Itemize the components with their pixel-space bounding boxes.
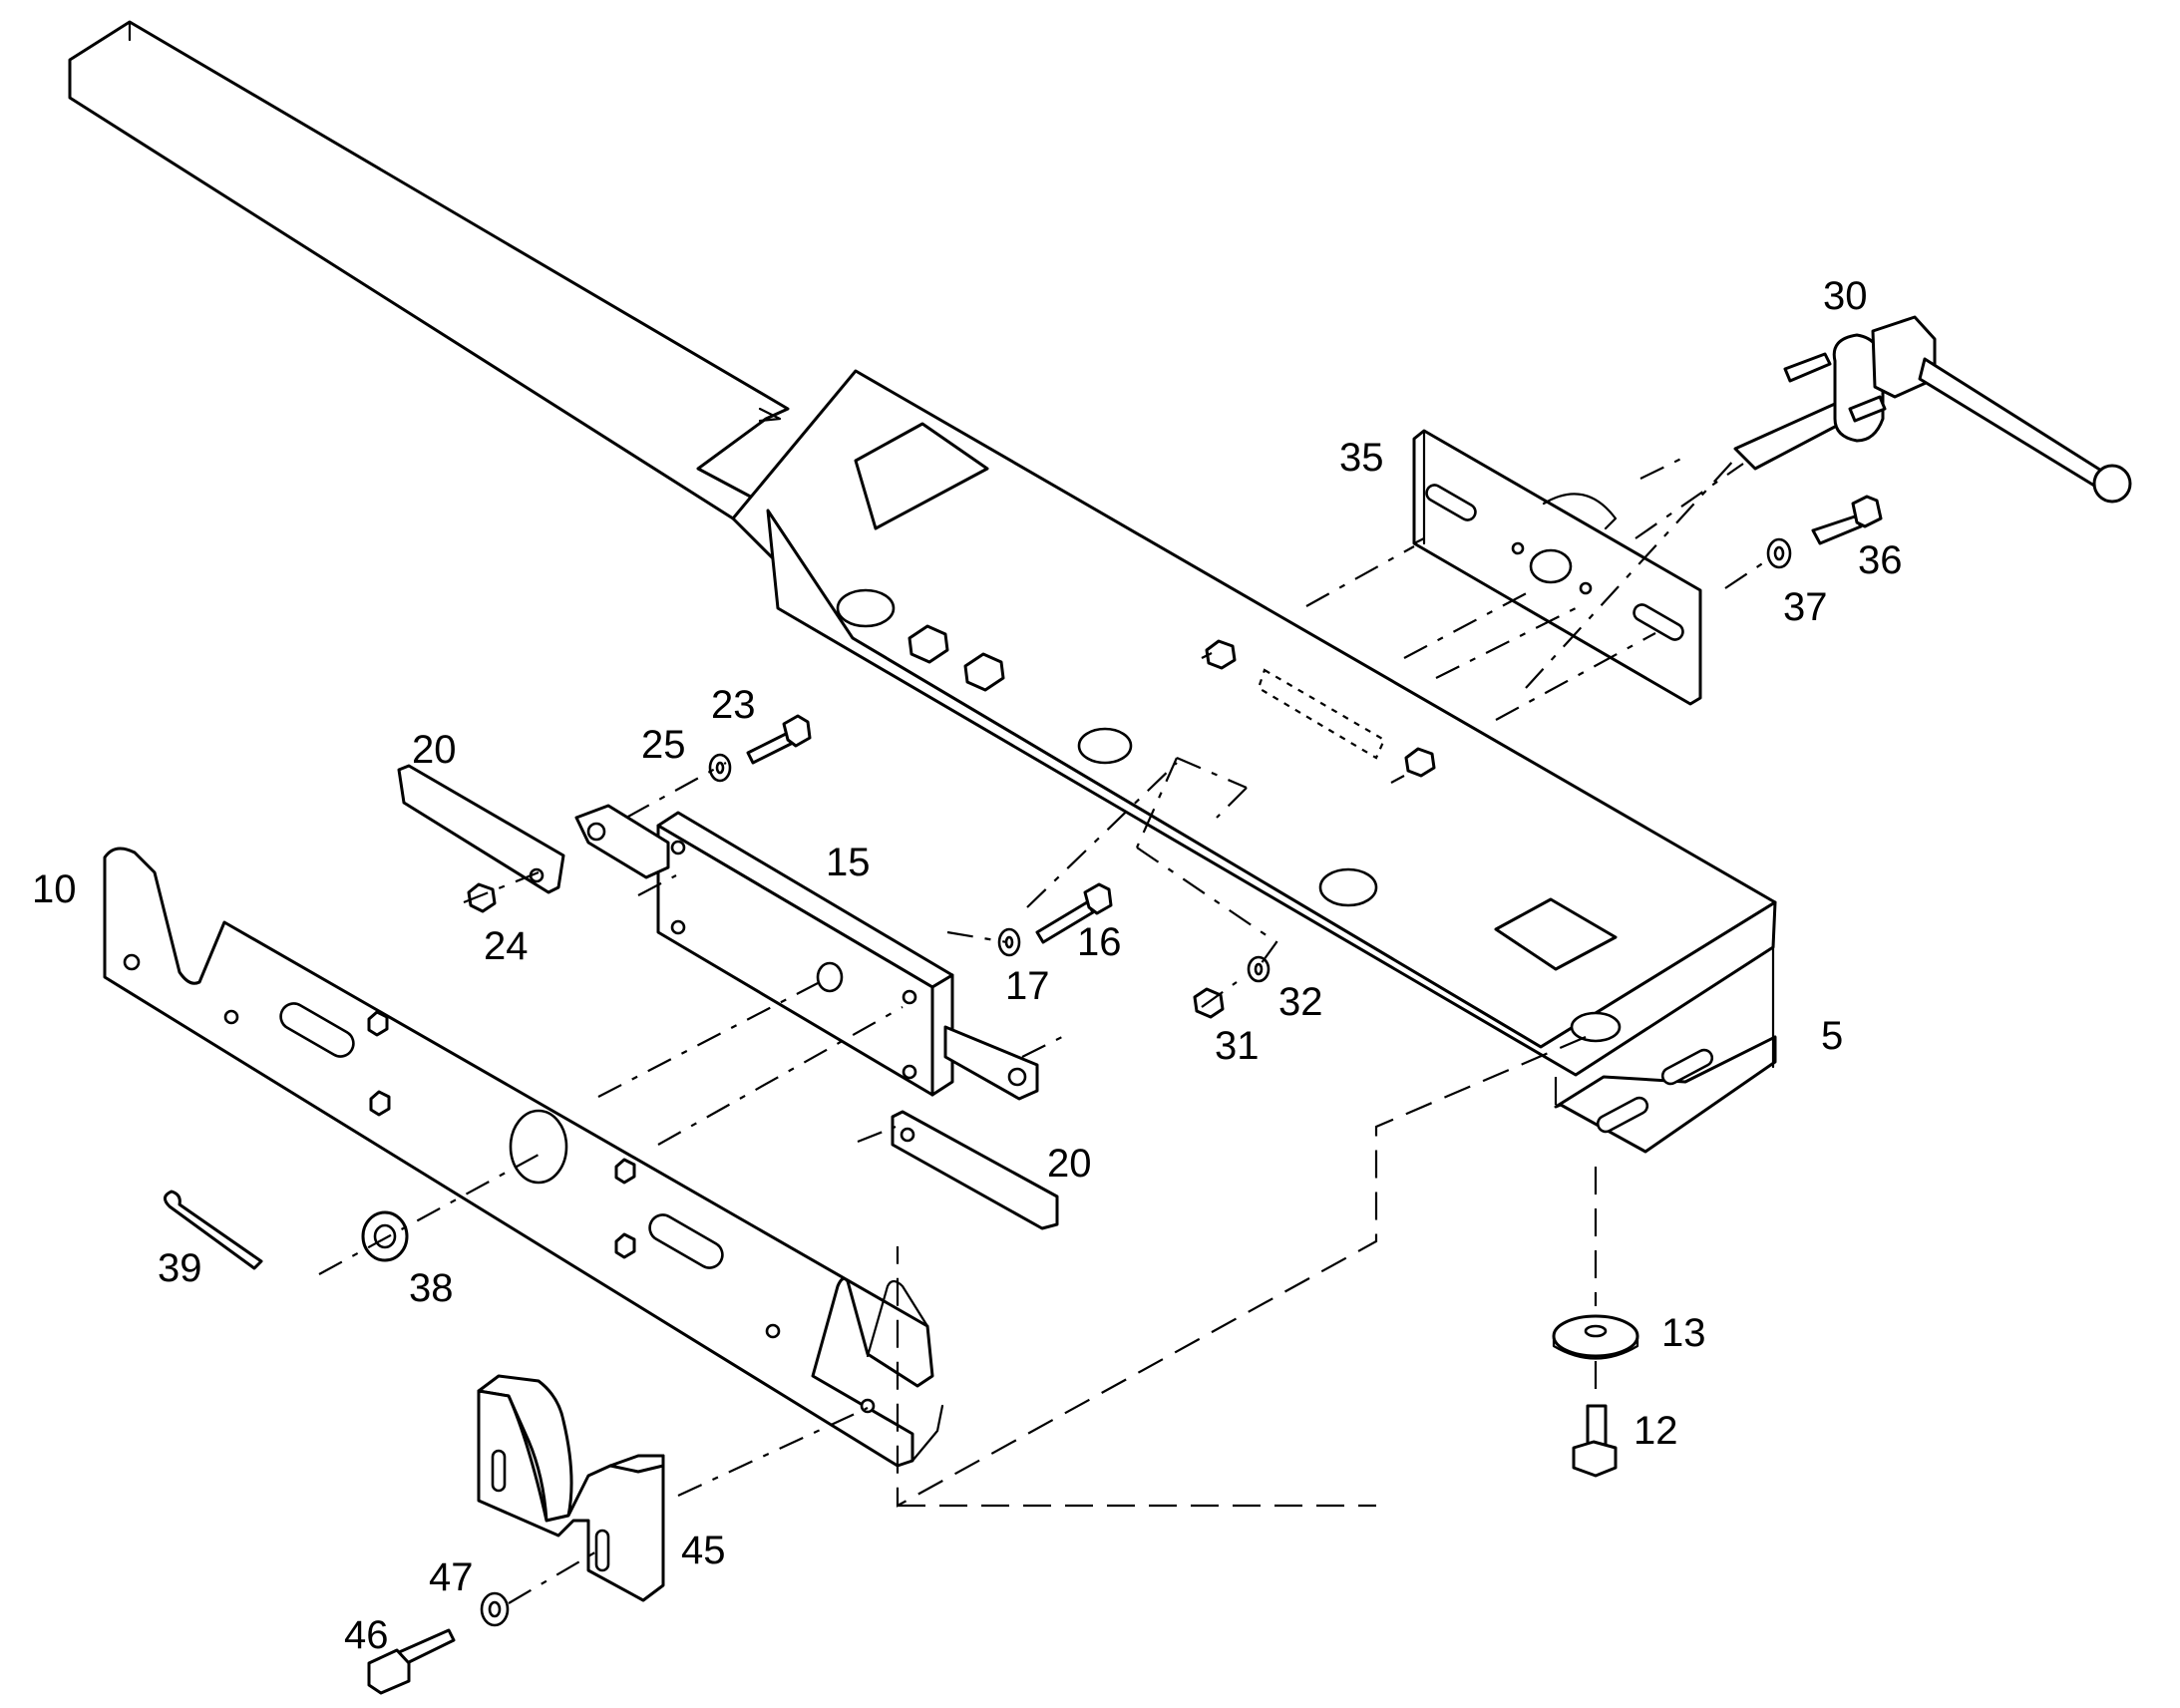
callout-30: 30 — [1823, 274, 1868, 318]
pin-part-39 — [164, 1190, 263, 1270]
callout-47: 47 — [429, 1555, 474, 1599]
nut-icon — [614, 1158, 636, 1185]
nut-icon — [908, 624, 949, 664]
callout-20-upper: 20 — [412, 728, 457, 772]
callout-32: 32 — [1278, 980, 1323, 1024]
callout-35: 35 — [1339, 436, 1384, 480]
washer-part-47 — [480, 1591, 510, 1627]
nut-part-24 — [467, 882, 497, 913]
callout-31: 31 — [1215, 1024, 1260, 1068]
nut-icon — [1404, 747, 1436, 778]
screw-part-16 — [1035, 882, 1113, 944]
screw-part-36 — [1811, 495, 1883, 545]
callout-labels: 5 10 12 13 15 16 17 20 20 23 24 25 30 31… — [32, 274, 1903, 1657]
block-part-45 — [477, 1374, 665, 1602]
nut-icon — [963, 652, 1005, 692]
washer-part-25 — [708, 753, 732, 783]
callout-36: 36 — [1858, 538, 1903, 582]
washer-part-17 — [997, 927, 1021, 957]
callout-23: 23 — [711, 683, 756, 727]
bolt-part-12 — [1572, 1404, 1618, 1478]
strip-part-20-upper — [397, 764, 565, 894]
nut-icon — [614, 1232, 636, 1259]
callout-37: 37 — [1783, 585, 1828, 629]
callout-45: 45 — [681, 1529, 726, 1572]
strip-part-20-lower — [891, 1110, 1059, 1230]
nut-icon — [369, 1090, 391, 1117]
clamp-handle-part-30 — [1733, 315, 2132, 504]
nut-icon — [1205, 639, 1237, 670]
leader-lines — [318, 456, 1771, 1604]
screw-part-46 — [367, 1628, 456, 1695]
screw-part-23 — [746, 714, 812, 765]
callout-5: 5 — [1821, 1014, 1843, 1058]
washer-part-13 — [1552, 1314, 1639, 1360]
washer-part-37 — [1766, 537, 1792, 569]
callout-17: 17 — [1005, 964, 1050, 1008]
bracket-part-5 — [68, 20, 1777, 1154]
callout-25: 25 — [641, 723, 686, 767]
washer-part-38 — [361, 1210, 409, 1262]
callout-39: 39 — [158, 1246, 202, 1290]
callout-10: 10 — [32, 867, 77, 911]
callout-38: 38 — [409, 1266, 454, 1310]
side-plate-part-10 — [103, 847, 944, 1468]
callout-16: 16 — [1077, 920, 1122, 964]
callout-24: 24 — [484, 924, 529, 968]
callout-46: 46 — [344, 1613, 389, 1657]
callout-12: 12 — [1634, 1409, 1678, 1453]
plate-part-35 — [1412, 429, 1702, 706]
callout-15: 15 — [826, 841, 871, 884]
washer-part-32 — [1247, 955, 1271, 983]
callout-13: 13 — [1661, 1311, 1706, 1355]
callout-20-lower: 20 — [1047, 1142, 1092, 1186]
nut-icon — [367, 1010, 389, 1037]
block-part-15 — [574, 804, 1039, 1101]
